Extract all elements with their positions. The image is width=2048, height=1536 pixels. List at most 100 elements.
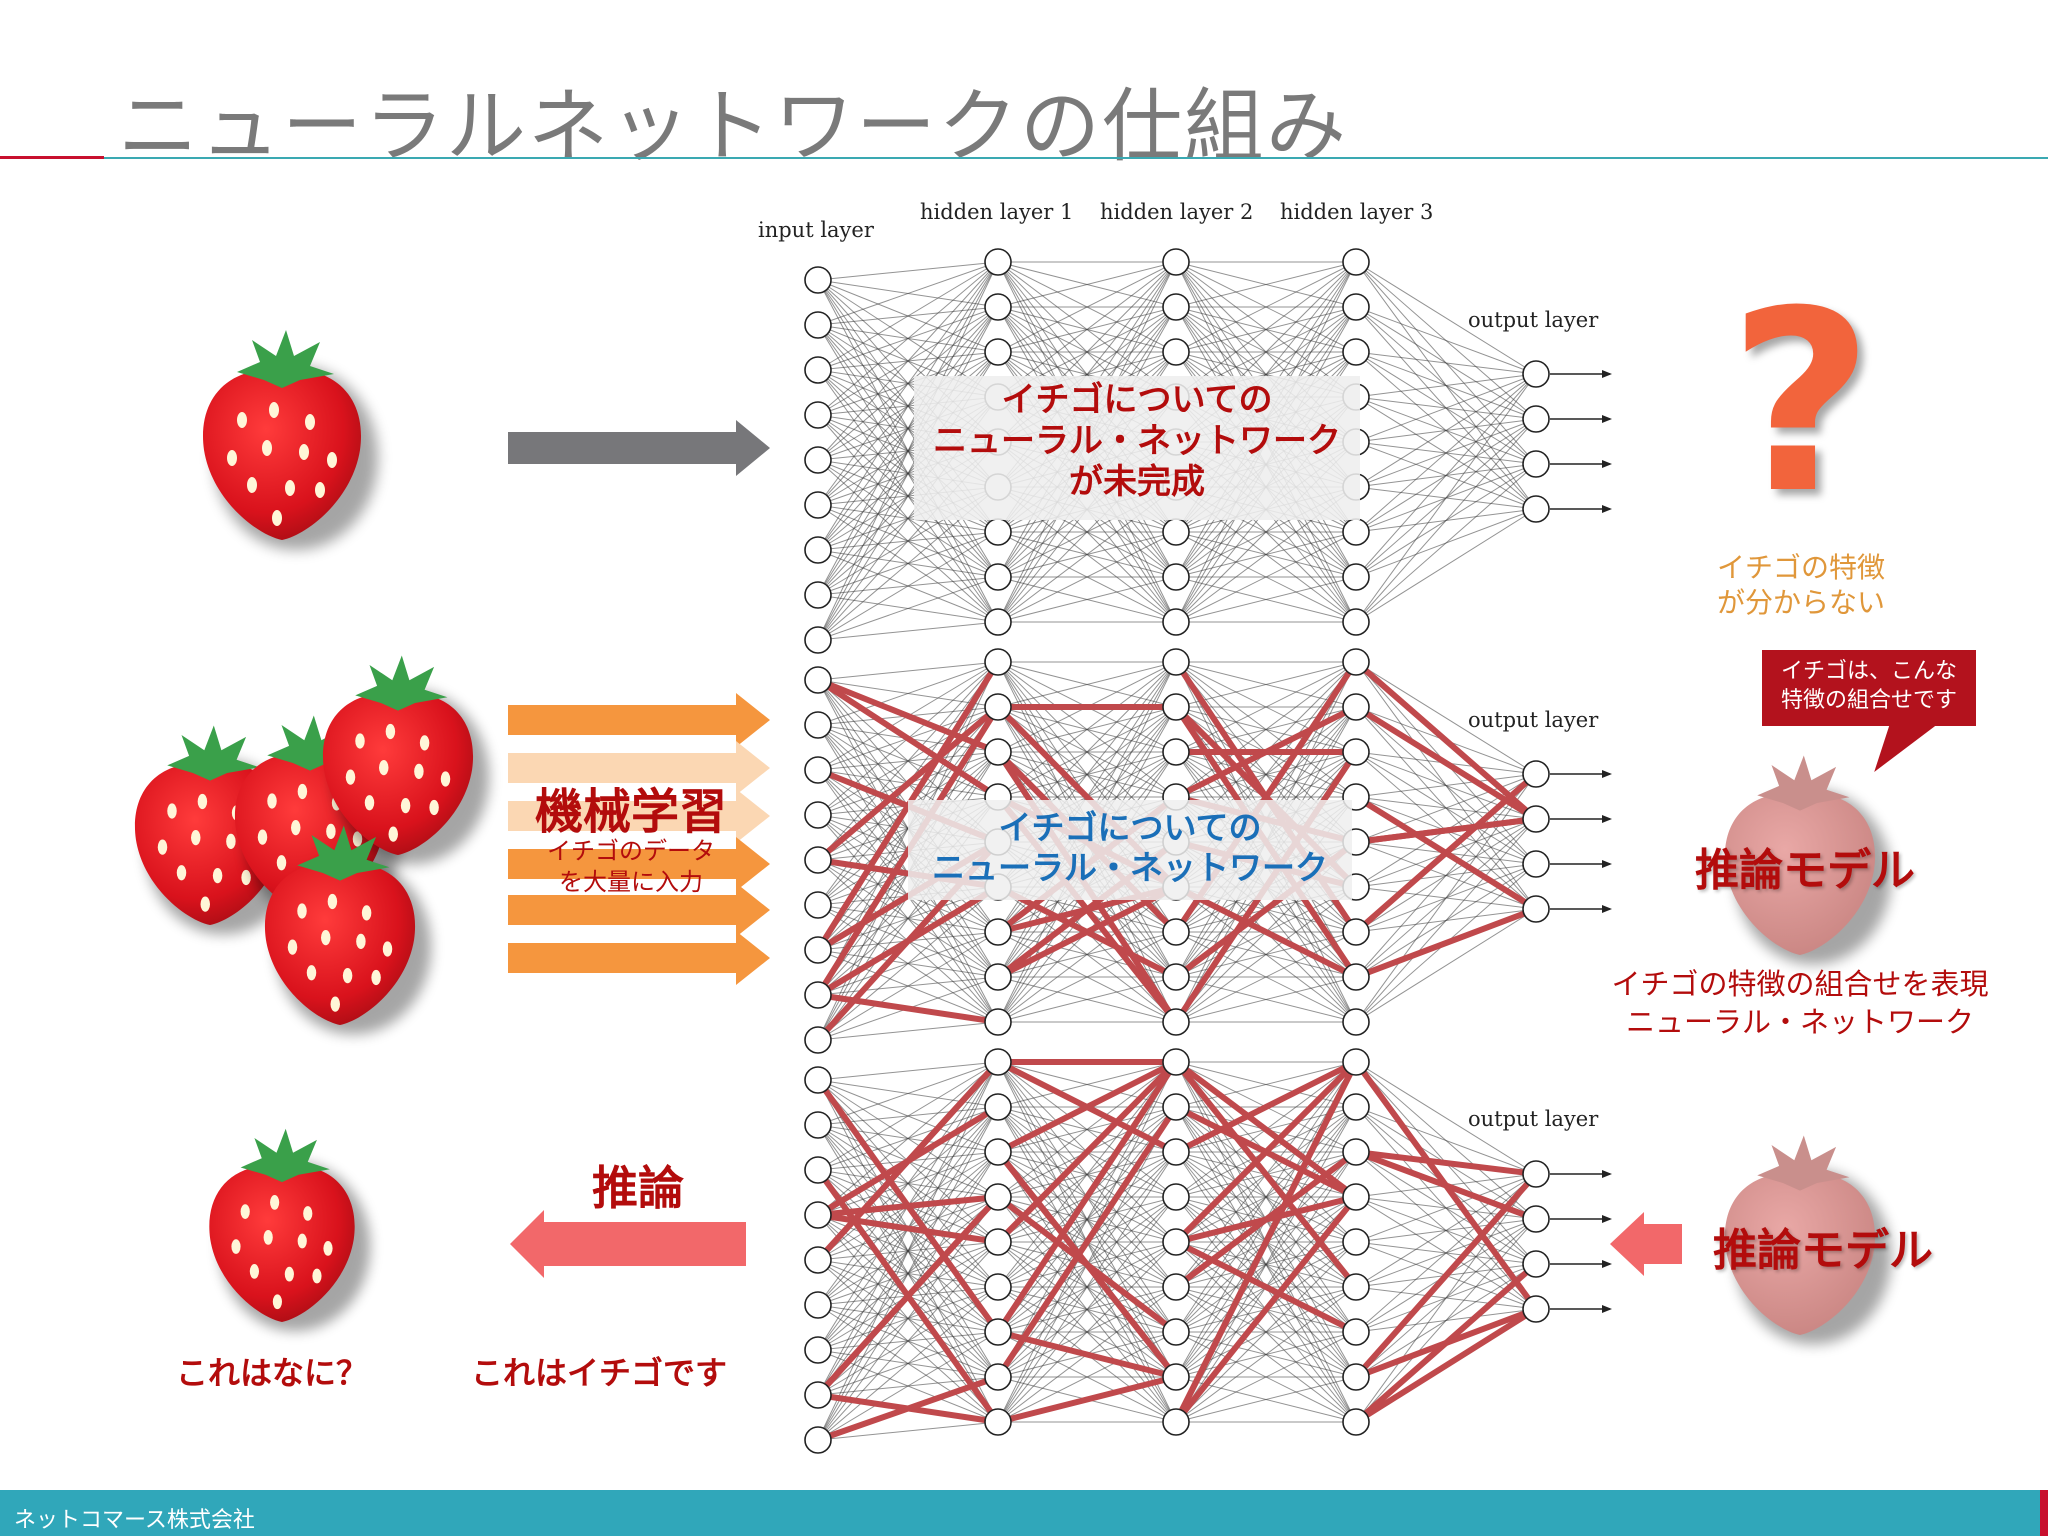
connection — [997, 261, 1177, 398]
neuron-node — [1522, 360, 1550, 388]
strong-connection — [815, 1212, 1001, 1245]
output-layer-label-1: output layer — [1468, 308, 1599, 332]
strawberry-seed — [327, 452, 337, 468]
connection — [817, 1061, 999, 1081]
arrow-right-icon — [508, 837, 770, 891]
strawberry-seed — [355, 733, 365, 749]
connection — [1175, 261, 1357, 398]
strawberry-seed — [247, 477, 257, 493]
neuron-node — [1162, 963, 1190, 991]
strong-connection — [995, 884, 1179, 980]
neuron-node — [1342, 1318, 1370, 1346]
neuron-node — [804, 801, 832, 829]
neuron-node — [1342, 1363, 1370, 1391]
arrow-right-icon — [508, 420, 770, 476]
neuron-node — [984, 518, 1012, 546]
strong-connection — [815, 1167, 1001, 1425]
connection — [997, 1061, 1177, 1108]
connection — [817, 886, 999, 1041]
strong-connection — [1173, 1194, 1359, 1425]
strawberry-icon — [264, 825, 432, 1035]
strong-connection — [1353, 659, 1539, 822]
neuron-node — [1522, 405, 1550, 433]
neuron-node — [984, 1273, 1012, 1301]
strawberry-seed — [272, 1294, 282, 1310]
strawberry-seed — [382, 941, 393, 957]
strawberry-seed — [297, 1233, 307, 1249]
connection — [1355, 508, 1537, 623]
neuron-node — [1162, 1408, 1190, 1436]
connection — [1355, 908, 1537, 1023]
output-arrowhead — [1602, 505, 1612, 513]
connection — [997, 261, 1177, 308]
neuron-node — [1522, 1160, 1550, 1188]
unknown-features-text: イチゴの特徴 が分からない — [1676, 550, 1926, 620]
connection — [997, 1061, 1177, 1378]
strawberry-seed — [364, 795, 375, 811]
neuron-node — [1162, 1183, 1190, 1211]
connection — [817, 1061, 999, 1171]
neuron-node — [1162, 1318, 1190, 1346]
neuron-node — [1522, 895, 1550, 923]
neuron-node — [1162, 1273, 1190, 1301]
arrow-right-icon — [508, 741, 770, 795]
arrow-right-icon — [508, 789, 770, 843]
neuron-node — [1342, 1273, 1370, 1301]
neuron-node — [804, 936, 832, 964]
neuron-node — [804, 491, 832, 519]
arrow-right-icon — [508, 693, 770, 747]
incomplete-network-label: イチゴについての ニューラル・ネットワーク が未完成 — [914, 376, 1360, 520]
strawberry-seed — [226, 833, 236, 849]
neuron-node — [804, 1156, 832, 1184]
neuron-node — [804, 1336, 832, 1364]
neuron-node — [1162, 608, 1190, 636]
strong-connection — [815, 704, 1001, 863]
connection — [817, 661, 999, 861]
connection — [817, 1286, 999, 1441]
connection — [817, 1241, 999, 1441]
output-arrowhead — [1602, 905, 1612, 913]
strawberry-seed — [330, 996, 340, 1012]
connection — [817, 661, 999, 726]
inference-model-label-1: 推論モデル — [1695, 845, 1915, 896]
strawberry-seed — [315, 482, 325, 498]
connection — [817, 1106, 999, 1441]
neuron-node — [984, 1048, 1012, 1076]
strawberry-seed — [342, 968, 353, 984]
connection — [1355, 661, 1537, 775]
connection — [817, 1061, 999, 1126]
connection — [997, 1241, 1177, 1423]
neuron-node — [1162, 248, 1190, 276]
connection — [997, 1061, 1177, 1198]
strawberry-seed — [287, 939, 298, 955]
strawberry-leaves — [1757, 755, 1850, 811]
strong-connection — [815, 1059, 1001, 1263]
neuron-node — [804, 1381, 832, 1409]
neuron-node — [1162, 1008, 1190, 1036]
connection — [997, 1331, 1177, 1423]
neuron-node — [804, 626, 832, 654]
connection — [1355, 373, 1537, 488]
neuron-node — [984, 1228, 1012, 1256]
connection — [817, 261, 999, 461]
neuron-node — [1162, 1093, 1190, 1121]
strong-connection — [995, 1194, 1179, 1335]
neuron-node — [1162, 293, 1190, 321]
strong-connection — [1173, 1059, 1359, 1245]
output-arrowhead — [1602, 1305, 1612, 1313]
overlay2-line-1: イチゴについての — [998, 808, 1262, 847]
neuron-node — [1342, 1008, 1370, 1036]
overlay2-line-2: ニューラル・ネットワーク — [932, 847, 1328, 887]
connection — [1175, 261, 1357, 353]
neuron-node — [1342, 293, 1370, 321]
neuron-node — [1342, 1408, 1370, 1436]
strong-connection — [1353, 1149, 1539, 1177]
connection — [1355, 373, 1537, 398]
model-caption-line-1: イチゴの特徴の組合せを表現 — [1611, 967, 1989, 1001]
connection — [997, 931, 1177, 1023]
connection — [1355, 773, 1537, 843]
strong-connection — [995, 1329, 1179, 1380]
connection — [817, 261, 999, 596]
connection — [817, 931, 999, 1041]
